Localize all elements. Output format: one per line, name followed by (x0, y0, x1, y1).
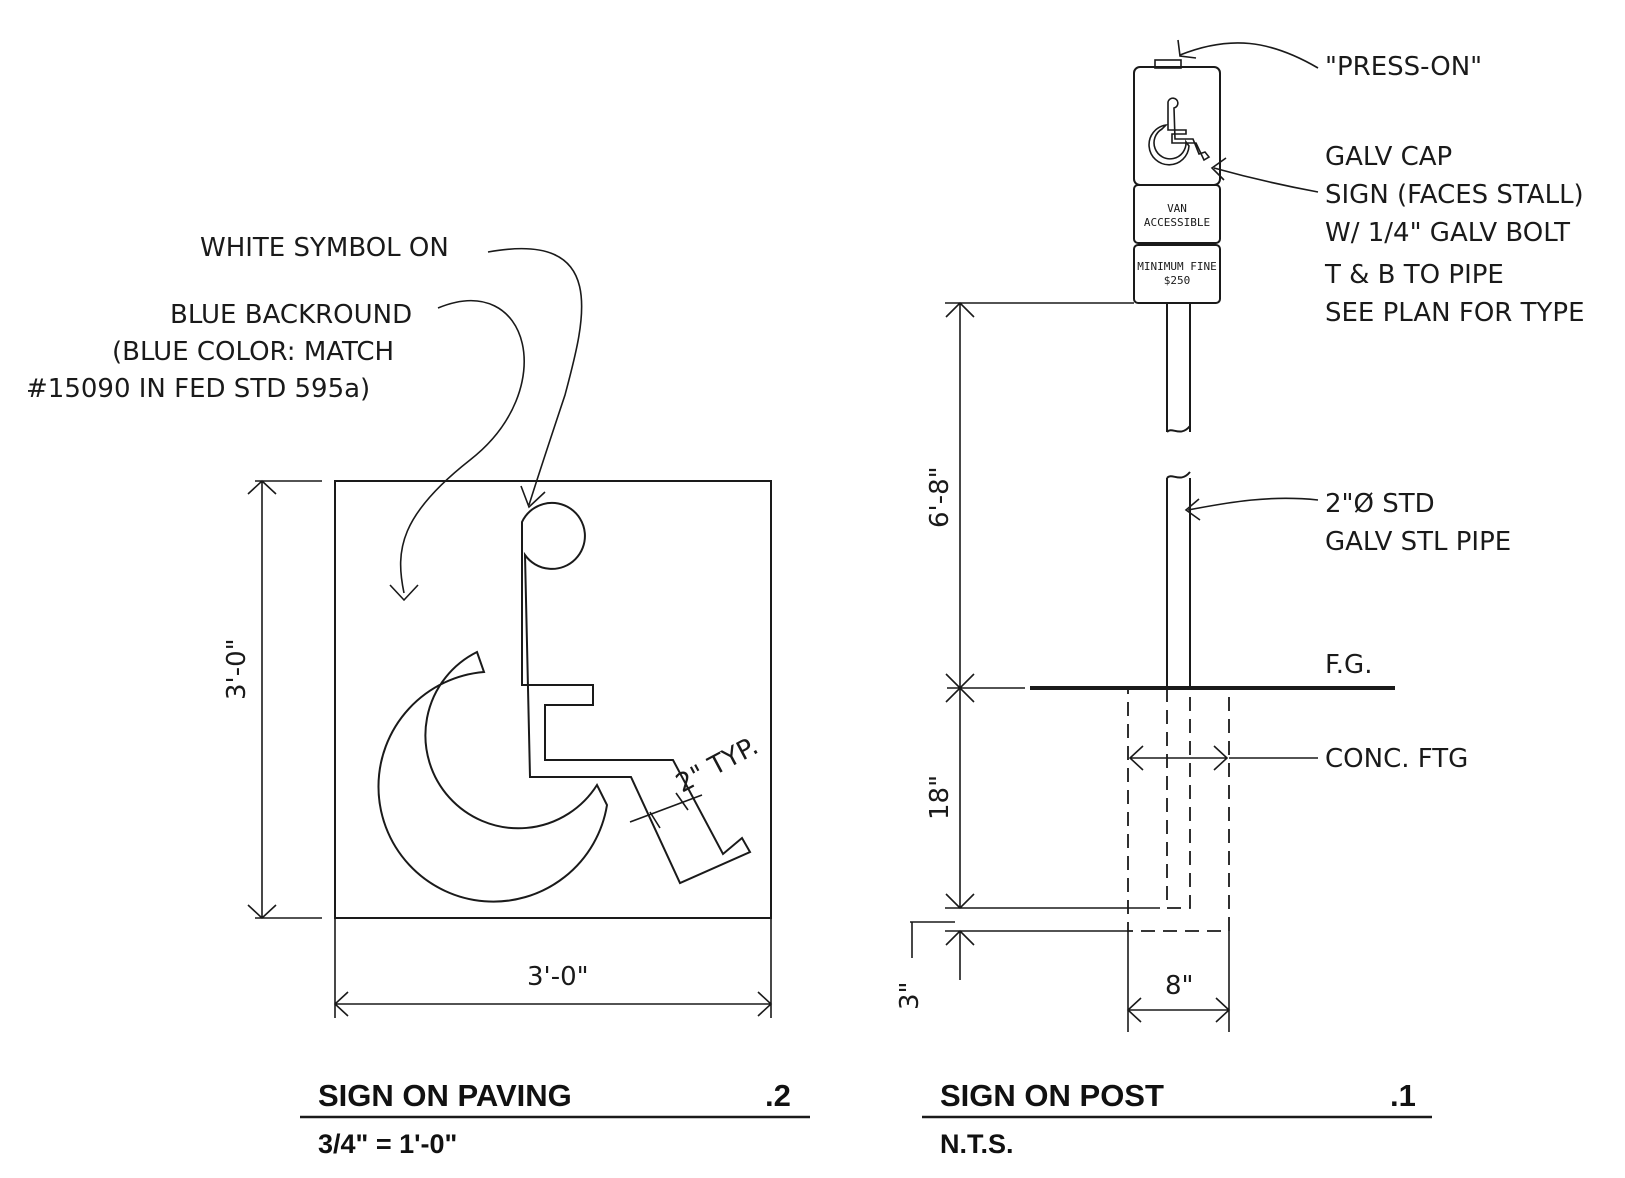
paving-horizontal-dimension (333, 918, 773, 1018)
t-and-b-label: T & B TO PIPE (1324, 260, 1504, 290)
pipe-embedded (1166, 688, 1191, 909)
paving-symbol-outline (334, 480, 772, 919)
post-title: SIGN ON POST (940, 1078, 1164, 1113)
typ-dimension-line (629, 794, 703, 823)
footing-width-dimension (1126, 931, 1231, 1032)
pipe-size-label: 2"Ø STD (1325, 489, 1435, 519)
white-symbol-leader (487, 247, 583, 506)
fine-amount-label: $250 (1164, 274, 1191, 287)
press-on-arrowhead-icon (1177, 39, 1197, 59)
post-detail-number: .1 (1390, 1078, 1416, 1113)
concrete-footing-label: CONC. FTG (1325, 744, 1468, 774)
post-scale: N.T.S. (940, 1129, 1014, 1159)
pipe-leader (1187, 497, 1319, 511)
blue-background-leader (399, 300, 525, 594)
wheelchair-symbol-icon (521, 501, 752, 885)
press-on-leader (1179, 42, 1319, 69)
footing-width-arrow (1128, 745, 1229, 771)
paving-width-label: 3'-0" (527, 962, 589, 992)
blue-background-note: BLUE BACKROUND (170, 300, 412, 330)
pipe-lower (1166, 471, 1191, 688)
paving-title: SIGN ON PAVING (318, 1078, 572, 1113)
sign-faces-stall-label: SIGN (FACES STALL) (1325, 180, 1584, 210)
see-plan-label: SEE PLAN FOR TYPE (1325, 298, 1585, 328)
wheelchair-wheel-icon (377, 650, 609, 903)
paving-detail-number: .2 (765, 1078, 791, 1113)
post-bottom-dimension (910, 921, 1128, 980)
finish-grade-label: F.G. (1325, 650, 1372, 680)
press-on-label: "PRESS-ON" (1325, 52, 1482, 82)
sign-on-post-detail: VAN ACCESSIBLE MINIMUM FINE $250 "PRESS-… (895, 39, 1585, 1159)
white-symbol-note: WHITE SYMBOL ON (200, 233, 449, 263)
post-depth-dimension (945, 686, 1160, 910)
pipe-upper (1166, 303, 1191, 433)
sign-wheelchair-icon (1148, 97, 1211, 166)
typ-note: 2" TYP. (671, 731, 763, 799)
accessible-sign-panel (1133, 66, 1221, 186)
fed-std-note: #15090 IN FED STD 595a) (26, 374, 370, 404)
minimum-fine-label: MINIMUM FINE (1137, 260, 1216, 273)
accessible-label: ACCESSIBLE (1144, 216, 1210, 229)
pipe-arrowhead-icon (1184, 498, 1201, 521)
van-accessible-panel (1133, 184, 1221, 244)
white-symbol-arrowhead-icon (520, 485, 546, 509)
post-height-dimension (945, 301, 1134, 690)
blue-color-note: (BLUE COLOR: MATCH (112, 337, 394, 367)
galv-bolt-label: W/ 1/4" GALV BOLT (1325, 218, 1570, 248)
pipe-material-label: GALV STL PIPE (1325, 527, 1511, 557)
sign-on-paving-detail: WHITE SYMBOL ON BLUE BACKROUND (BLUE COL… (26, 233, 810, 1159)
footing-width-label: 8" (1165, 971, 1194, 1001)
post-height-label: 6'-8" (925, 466, 955, 528)
post-bottom-label: 3" (895, 981, 925, 1010)
paving-scale: 3/4" = 1'-0" (318, 1129, 457, 1159)
van-label: VAN (1167, 202, 1187, 215)
concrete-footing (1127, 687, 1230, 932)
galv-cap-label: GALV CAP (1325, 142, 1452, 172)
galv-cap-arrowhead-icon (1210, 157, 1227, 181)
blue-background-arrowhead-icon (389, 584, 419, 602)
paving-height-label: 3'-0" (222, 638, 252, 700)
galv-cap-leader (1213, 167, 1319, 193)
paving-vertical-dimension (247, 479, 322, 920)
minimum-fine-panel (1133, 244, 1221, 304)
typ-dimension-tick (649, 792, 689, 829)
post-depth-label: 18" (925, 775, 955, 820)
